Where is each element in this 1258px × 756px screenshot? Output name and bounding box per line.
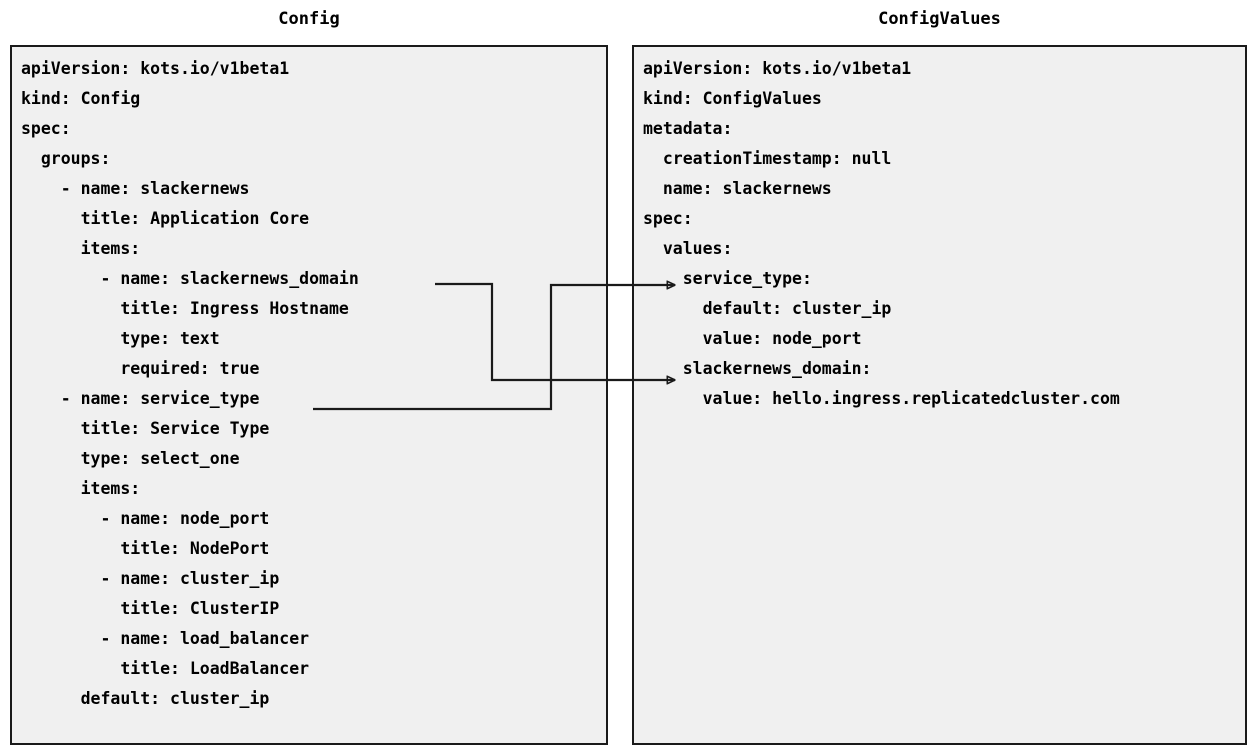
config-yaml-line: apiVersion: kots.io/v1beta1 [21, 59, 290, 78]
configvalues-yaml-line: apiVersion: kots.io/v1beta1 [643, 59, 912, 78]
config-yaml-line: title: NodePort [21, 539, 270, 558]
config-yaml-line: default: cluster_ip [21, 689, 270, 708]
config-yaml-text: apiVersion: kots.io/v1beta1 kind: Config s… [21, 54, 606, 714]
config-yaml-line: items: [21, 239, 141, 258]
config-yaml-line: type: select_one [21, 449, 240, 468]
configvalues-yaml-line: name: slackernews [643, 179, 832, 198]
config-yaml-line: title: ClusterIP [21, 599, 280, 618]
config-yaml-line: title: Ingress Hostname [21, 299, 349, 318]
configvalues-yaml-line: metadata: [643, 119, 733, 138]
configvalues-yaml-line: value: node_port [643, 329, 862, 348]
configvalues-yaml-line: default: cluster_ip [643, 299, 892, 318]
config-yaml-line: - name: slackernews [21, 179, 250, 198]
config-yaml-panel: apiVersion: kots.io/v1beta1 kind: Config s… [10, 45, 608, 745]
panel-title-configvalues: ConfigValues [878, 9, 1001, 29]
configvalues-yaml-line: value: hello.ingress.replicatedcluster.c… [643, 389, 1120, 408]
config-yaml-line: - name: slackernews_domain [21, 269, 359, 288]
config-yaml-line: title: LoadBalancer [21, 659, 310, 678]
config-yaml-line: - name: service_type [21, 389, 260, 408]
config-yaml-line: - name: node_port [21, 509, 270, 528]
config-yaml-line: groups: [21, 149, 111, 168]
configvalues-yaml-line: kind: ConfigValues [643, 89, 822, 108]
config-yaml-line: items: [21, 479, 141, 498]
config-yaml-line: kind: Config [21, 89, 141, 108]
config-yaml-line: required: true [21, 359, 260, 378]
config-yaml-line: type: text [21, 329, 220, 348]
configvalues-yaml-line: spec: [643, 209, 693, 228]
config-yaml-line: title: Service Type [21, 419, 270, 438]
panel-title-config: Config [278, 9, 340, 29]
config-yaml-line: title: Application Core [21, 209, 310, 228]
configvalues-yaml-line: slackernews_domain: [643, 359, 872, 378]
configvalues-yaml-panel: apiVersion: kots.io/v1beta1 kind: ConfigV… [632, 45, 1247, 745]
configvalues-yaml-line: values: [643, 239, 733, 258]
config-yaml-line: spec: [21, 119, 71, 138]
config-yaml-line: - name: load_balancer [21, 629, 310, 648]
config-yaml-line: - name: cluster_ip [21, 569, 280, 588]
configvalues-yaml-text: apiVersion: kots.io/v1beta1 kind: ConfigV… [643, 54, 1245, 414]
configvalues-yaml-line: creationTimestamp: null [643, 149, 892, 168]
configvalues-yaml-line: service_type: [643, 269, 812, 288]
